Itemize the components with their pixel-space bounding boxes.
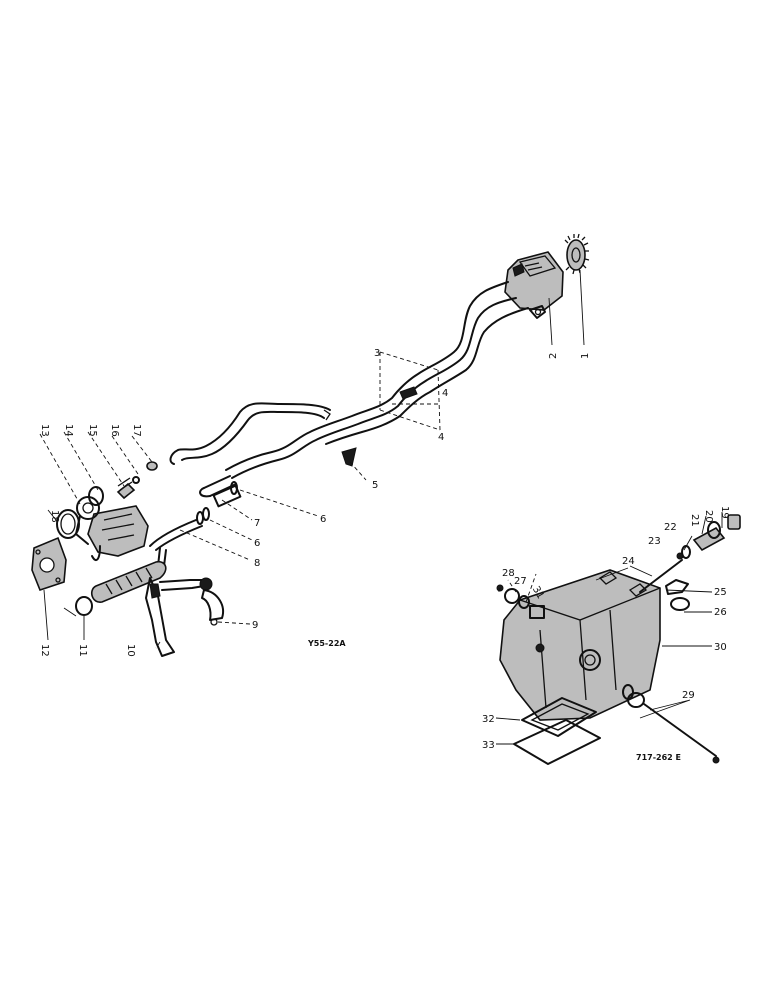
callout-6b: 6	[254, 538, 260, 549]
callout-10: 10	[125, 644, 136, 657]
callout-6a: 6	[320, 514, 326, 525]
pump-gear	[564, 233, 590, 275]
callout-2: 2	[548, 353, 559, 359]
callout-5: 5	[372, 480, 378, 491]
hose-clamps	[196, 481, 238, 525]
oil-pan	[499, 569, 661, 721]
callout-30: 30	[714, 642, 727, 653]
callout-24: 24	[622, 556, 635, 567]
pump-body	[75, 496, 149, 562]
callout-1: 1	[580, 353, 591, 359]
o-ring	[75, 596, 93, 616]
callout-8: 8	[254, 558, 260, 569]
reference-code-left: Y55-22A	[307, 639, 346, 648]
callout-33: 33	[482, 740, 495, 751]
relief-valve-parts	[88, 461, 158, 506]
suction-tube	[225, 281, 529, 479]
callout-7: 7	[254, 518, 260, 529]
callout-20: 20	[703, 510, 714, 523]
oil-pump	[504, 251, 564, 319]
callout-28: 28	[502, 568, 515, 579]
outlet-tube	[169, 402, 331, 465]
callout-12: 12	[39, 644, 50, 657]
pan-cover-plate	[513, 719, 601, 765]
callout-3: 3	[374, 348, 380, 359]
callout-4a: 4	[442, 388, 448, 399]
callout-17: 17	[131, 424, 142, 437]
callout-27: 27	[514, 576, 527, 587]
callout-15: 15	[87, 424, 98, 437]
support-arm	[159, 577, 224, 626]
callout-18: 18	[49, 510, 60, 523]
intake-pipe	[149, 519, 203, 567]
callout-labels: 1 2 3 4 4 5 6 7 6 8 9 10 11 12 13 14 15 …	[39, 348, 730, 751]
gasket-ring	[56, 509, 80, 539]
clip-bracket	[341, 447, 357, 467]
callout-29: 29	[682, 690, 695, 701]
callout-13: 13	[39, 424, 50, 437]
callout-16: 16	[109, 424, 120, 437]
callout-32: 32	[482, 714, 495, 725]
callout-11: 11	[77, 644, 88, 657]
mounting-flange	[31, 536, 67, 591]
callout-21: 21	[689, 514, 700, 527]
callout-19: 19	[719, 506, 730, 519]
strap-bracket	[145, 577, 175, 657]
callout-4b: 4	[438, 432, 444, 443]
leader-lines	[39, 269, 723, 745]
callout-9: 9	[252, 620, 258, 631]
callout-26: 26	[714, 607, 727, 618]
rubber-hose	[199, 475, 242, 508]
callout-14: 14	[63, 424, 74, 437]
strainer-tube	[90, 560, 167, 603]
callout-22: 22	[664, 522, 677, 533]
callout-25: 25	[714, 587, 727, 598]
filter-parts	[639, 514, 741, 611]
callout-23: 23	[648, 536, 661, 547]
reference-code-right: 717-262 E	[636, 753, 681, 762]
